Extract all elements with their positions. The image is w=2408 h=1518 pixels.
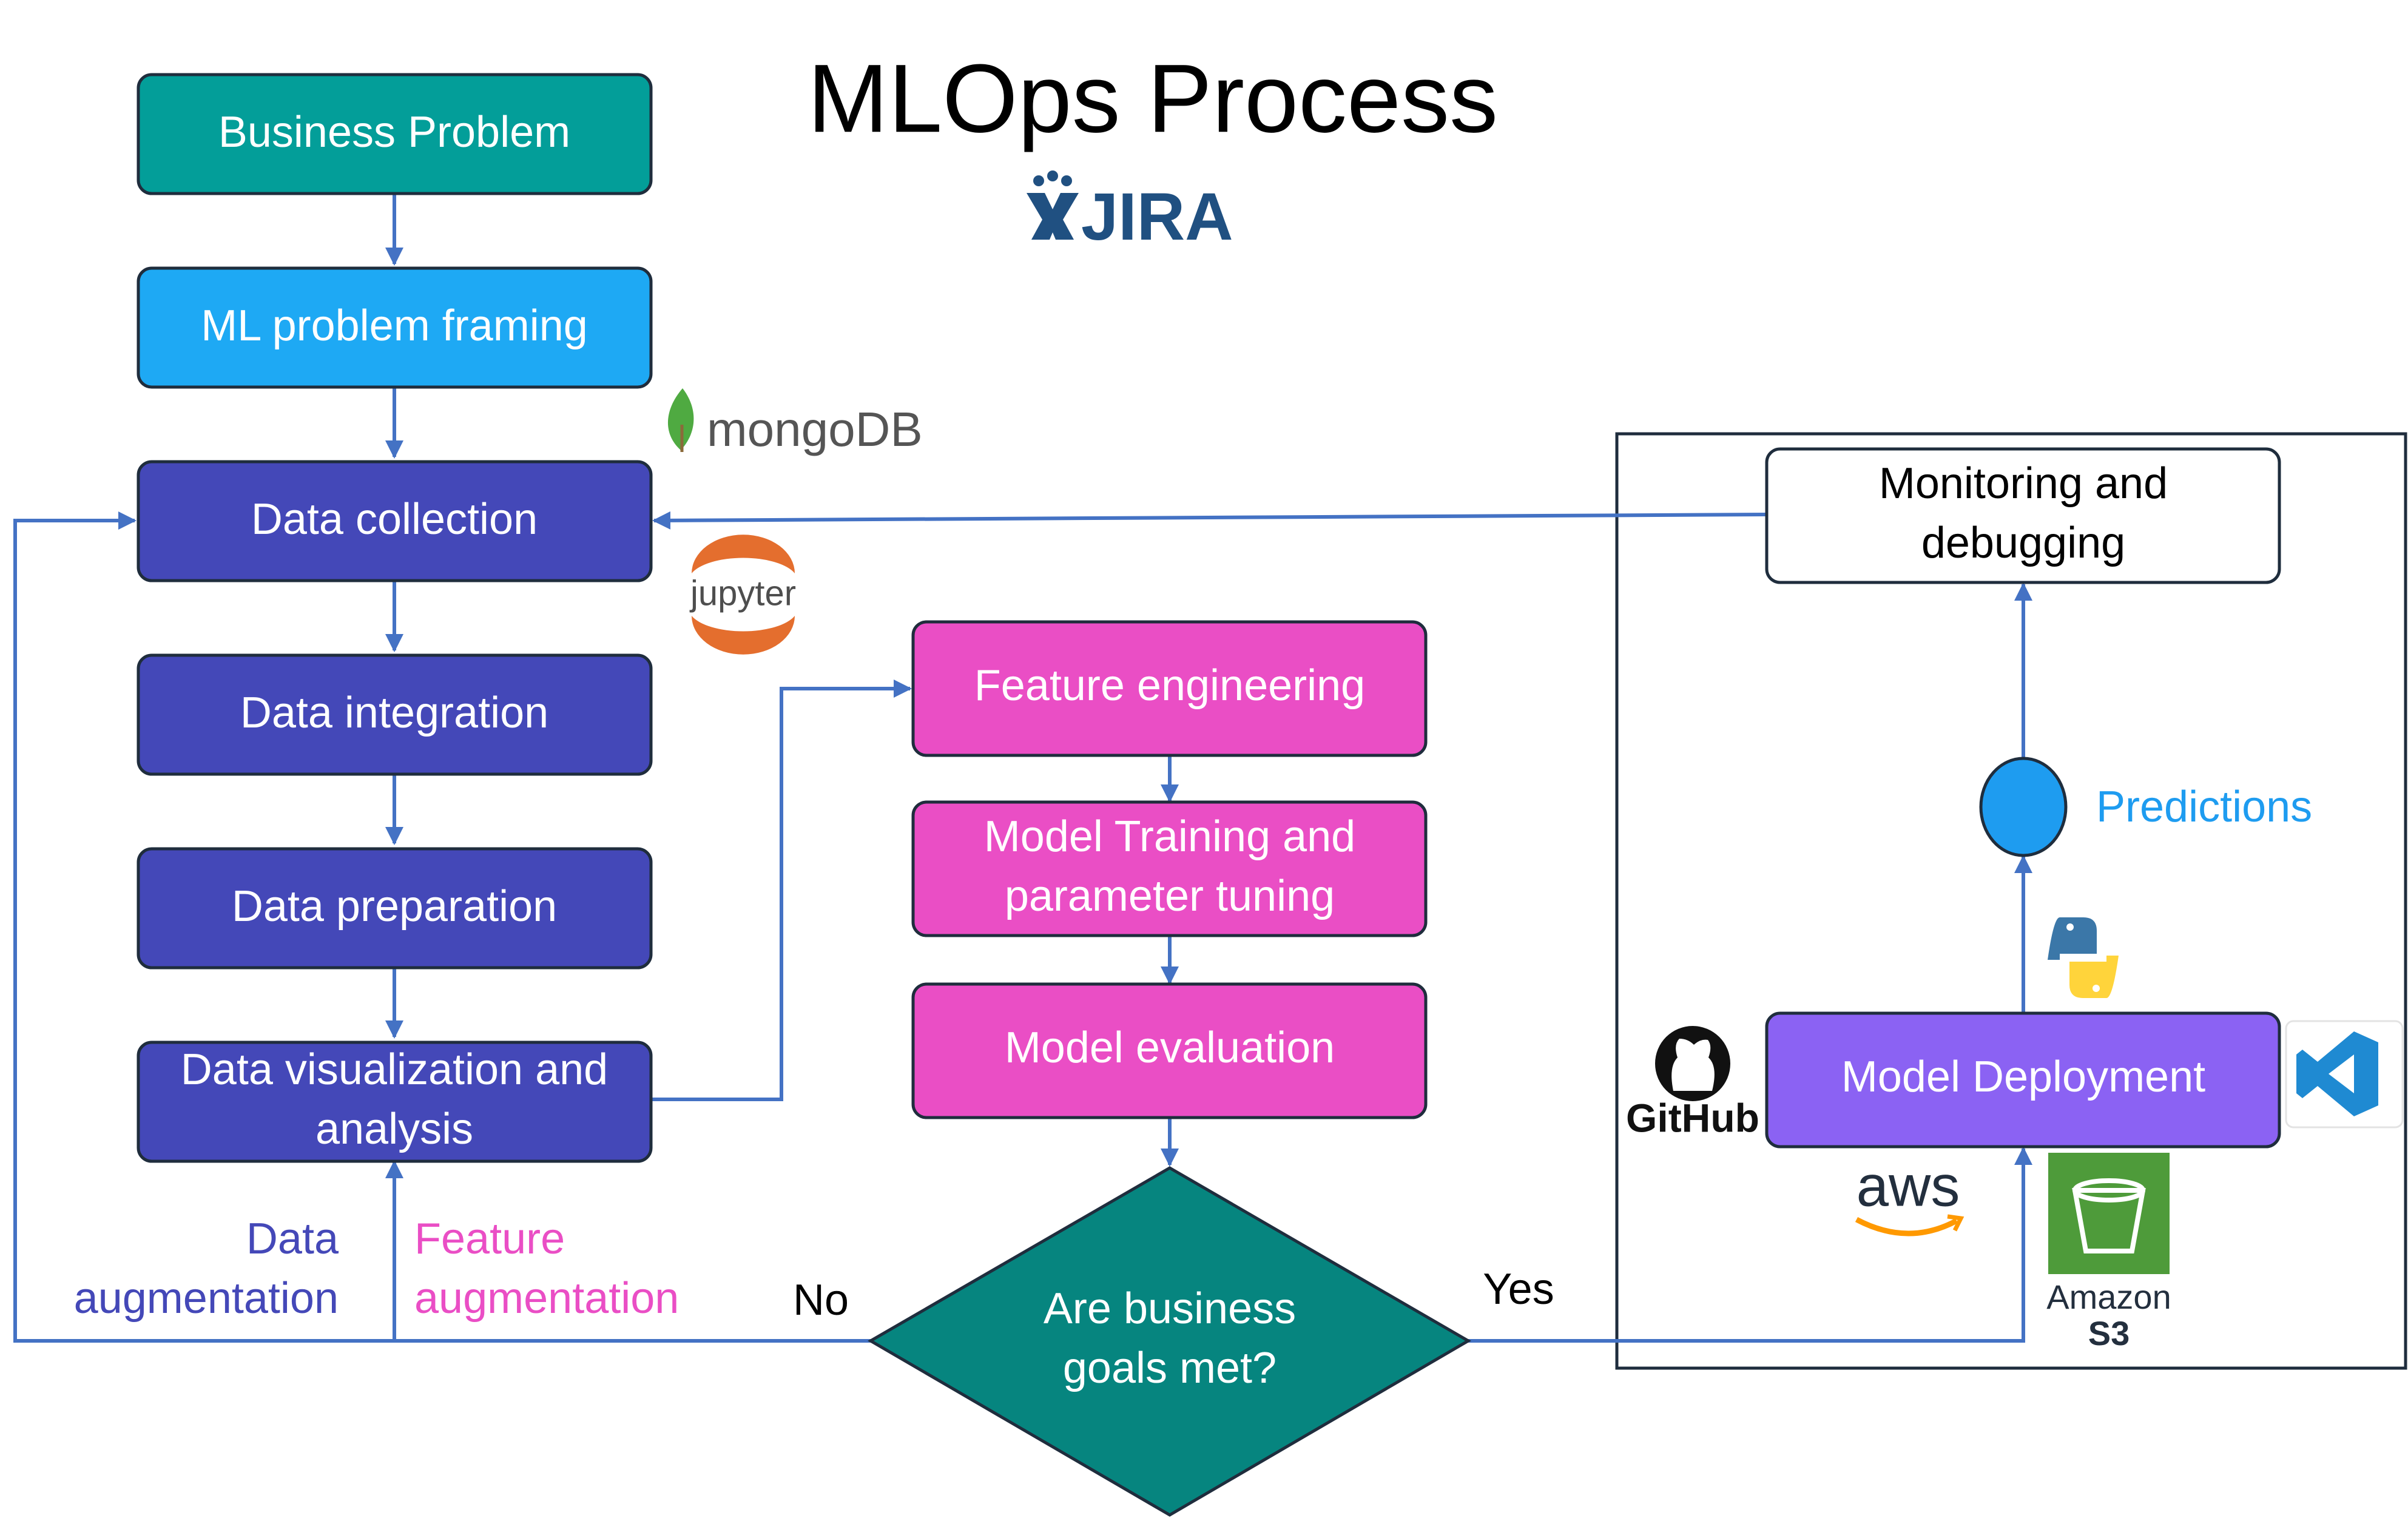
feature-engineering-label: Feature engineering — [974, 661, 1365, 710]
feature-augmentation-line2: augmentation — [414, 1274, 679, 1323]
model-training-label-line2: parameter tuning — [1005, 872, 1335, 920]
github-logo: GitHub — [1626, 1026, 1759, 1140]
connector-monitoring-to-collection — [652, 511, 1766, 530]
jira-logo: JIRA — [1027, 170, 1233, 254]
model-training-label-line1: Model Training and — [984, 812, 1355, 861]
ml-problem-framing-label: ML problem framing — [201, 302, 588, 350]
jupyter-logo: jupyter — [689, 535, 796, 655]
connector-yes — [1468, 1147, 2032, 1343]
step-ml-problem-framing: ML problem framing — [137, 266, 653, 389]
data-visualization-label-line1: Data visualization and — [181, 1045, 608, 1094]
monitoring-label-line1: Monitoring and — [1879, 459, 2168, 508]
decision-label-line1: Are business — [1044, 1284, 1296, 1333]
deployment-container — [1615, 432, 2407, 1370]
step-data-visualization: Data visualization and analysis — [137, 1041, 653, 1163]
page-title: MLOps Process — [808, 44, 1498, 152]
aws-logo: aws — [1855, 1153, 1965, 1236]
decision-business-goals: Are business goals met? — [868, 1166, 1471, 1517]
step-feature-engineering: Feature engineering — [911, 620, 1428, 757]
step-model-deployment: Model Deployment — [1765, 1011, 2281, 1149]
python-logo — [2048, 917, 2119, 998]
vscode-logo — [2285, 1020, 2404, 1128]
no-label: No — [793, 1276, 849, 1324]
monitoring-label-line2: debugging — [1921, 519, 2125, 567]
jira-wordmark: JIRA — [1081, 180, 1233, 254]
step-data-preparation: Data preparation — [137, 847, 653, 970]
step-data-integration: Data integration — [137, 653, 653, 776]
data-preparation-label: Data preparation — [232, 882, 557, 931]
step-model-training: Model Training and parameter tuning — [911, 800, 1428, 937]
amazon-s3-line2: S3 — [2088, 1314, 2130, 1352]
data-visualization-label-line2: analysis — [315, 1105, 473, 1153]
github-wordmark: GitHub — [1626, 1095, 1759, 1140]
mongodb-wordmark: mongoDB — [707, 402, 923, 456]
feature-augmentation-line1: Feature — [414, 1215, 565, 1263]
data-integration-label: Data integration — [240, 689, 548, 737]
jupyter-wordmark: jupyter — [689, 573, 796, 613]
step-monitoring: Monitoring and debugging — [1765, 447, 2281, 584]
aws-wordmark: aws — [1857, 1153, 1960, 1218]
connector-no-data-aug — [13, 511, 394, 1343]
step-data-collection: Data collection — [137, 460, 653, 582]
mongodb-logo: mongoDB — [667, 388, 923, 456]
amazon-s3-line1: Amazon — [2046, 1278, 2171, 1316]
step-business-problem: Business Problem — [137, 73, 653, 195]
predictions-node — [1979, 757, 2068, 857]
business-problem-label: Business Problem — [218, 108, 570, 157]
decision-label-line2: goals met? — [1063, 1344, 1277, 1392]
data-collection-label: Data collection — [251, 495, 538, 544]
model-evaluation-label: Model evaluation — [1005, 1024, 1335, 1072]
model-deployment-label: Model Deployment — [1841, 1053, 2205, 1101]
data-augmentation-line2: augmentation — [74, 1274, 339, 1323]
data-augmentation-line1: Data — [246, 1215, 339, 1263]
step-model-evaluation: Model evaluation — [911, 982, 1428, 1119]
amazon-s3-logo: Amazon S3 — [2046, 1153, 2171, 1352]
connector-viz-to-feature — [650, 680, 912, 1101]
predictions-label: Predictions — [2096, 783, 2312, 831]
yes-label: Yes — [1483, 1265, 1554, 1314]
